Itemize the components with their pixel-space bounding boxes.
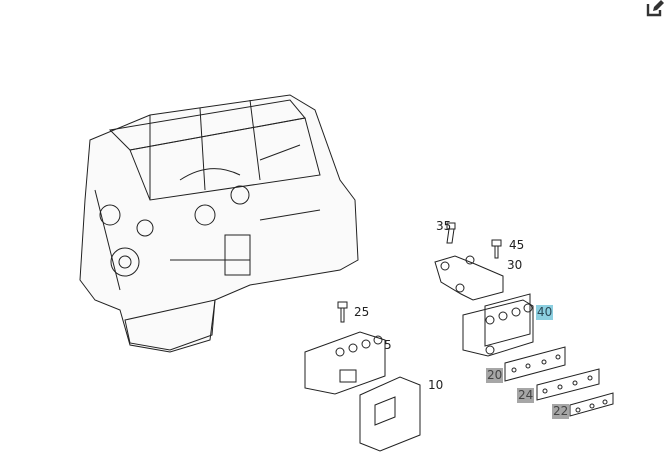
plate-22 xyxy=(569,392,614,417)
callout-30[interactable]: 30 xyxy=(507,258,523,272)
callout-35[interactable]: 35 xyxy=(436,219,452,233)
callout-24[interactable]: 24 xyxy=(517,388,535,403)
plate-24 xyxy=(536,368,600,401)
callout-40[interactable]: 40 xyxy=(536,305,554,320)
plate-20 xyxy=(504,346,566,382)
engine-illustration xyxy=(79,94,359,353)
callout-25[interactable]: 25 xyxy=(354,305,370,319)
mount-5 xyxy=(304,331,386,395)
bracket-30 xyxy=(434,255,504,301)
bolt-45 xyxy=(491,239,502,259)
plate-10 xyxy=(359,376,421,452)
callout-22[interactable]: 22 xyxy=(552,404,570,419)
mount-40 xyxy=(462,293,534,357)
edit-icon[interactable] xyxy=(645,0,665,18)
callout-10[interactable]: 10 xyxy=(428,378,444,392)
bolt-35 xyxy=(446,222,456,244)
bolt-25 xyxy=(337,301,348,323)
callout-5[interactable]: 5 xyxy=(384,338,392,352)
callout-45[interactable]: 45 xyxy=(509,238,525,252)
callout-20[interactable]: 20 xyxy=(486,368,504,383)
